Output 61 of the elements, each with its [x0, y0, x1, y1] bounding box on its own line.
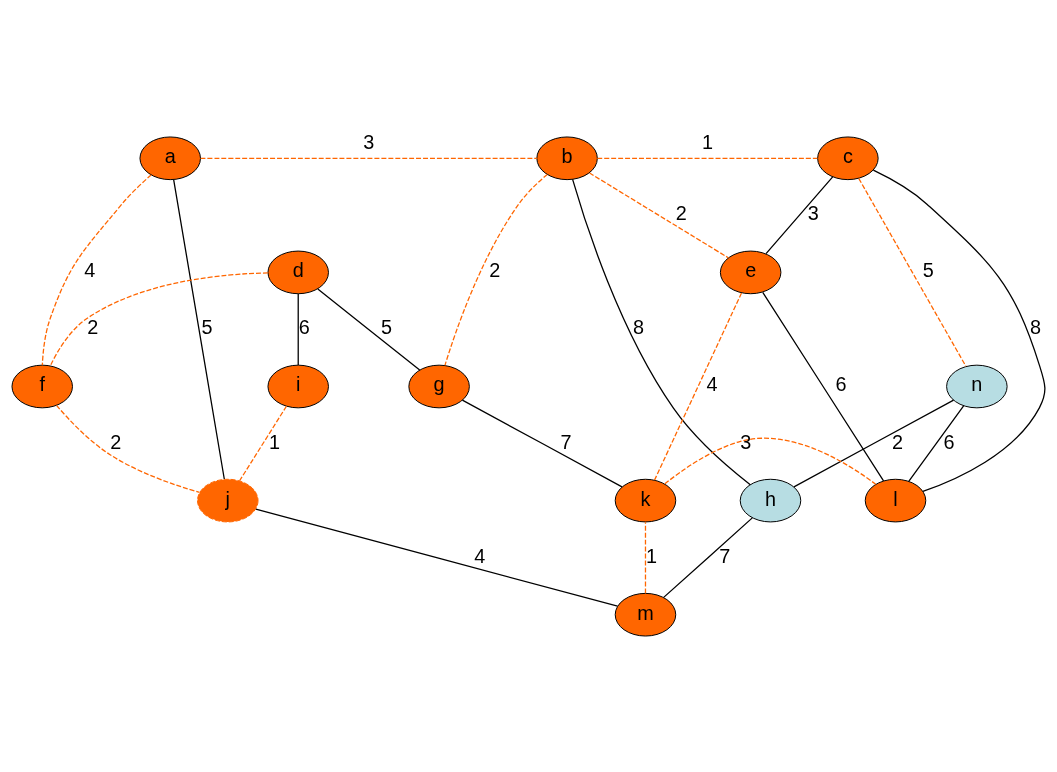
node-ellipse: e	[719, 250, 782, 294]
edge-label: 4	[474, 544, 486, 567]
connector	[858, 177, 967, 367]
node-ellipse: f	[11, 364, 73, 408]
connector	[663, 516, 753, 598]
edge-label: 2	[891, 430, 903, 453]
connector	[444, 173, 548, 366]
node-ellipse: c	[817, 135, 879, 180]
edge-label: 1	[701, 130, 713, 153]
connector	[238, 405, 288, 481]
connector	[571, 178, 751, 485]
edge-label: 5	[381, 315, 393, 338]
edge-label: 6	[943, 430, 955, 453]
connector	[317, 287, 421, 371]
edge-label: 5	[922, 258, 934, 281]
node-ellipse: n	[946, 364, 1008, 408]
connector	[56, 404, 201, 493]
connector	[596, 157, 818, 159]
connector	[644, 521, 647, 594]
edge-label: 2	[675, 201, 687, 224]
edge-label: 7	[719, 544, 731, 567]
connector	[461, 399, 623, 487]
node-ellipse: k	[614, 478, 677, 522]
node-ellipse: i	[267, 364, 329, 408]
connector	[765, 175, 834, 254]
edge-label: 5	[201, 315, 213, 338]
node-ellipse: g	[408, 364, 470, 408]
connector	[872, 169, 1046, 492]
connector	[173, 178, 225, 480]
connector	[664, 437, 877, 485]
connector	[762, 291, 885, 482]
node-ellipse: d	[267, 250, 329, 294]
node-ellipse: h	[739, 478, 802, 522]
connector	[255, 507, 619, 607]
edge-label: 8	[633, 315, 645, 338]
connector	[41, 173, 152, 366]
node-ellipse: b	[536, 135, 598, 180]
edge-label: 6	[298, 315, 310, 338]
connector	[200, 157, 538, 159]
edge-label: 6	[835, 372, 847, 395]
connector	[297, 292, 299, 366]
edge-label: 4	[84, 258, 96, 281]
edge-label: 2	[489, 258, 501, 281]
connector	[653, 291, 743, 481]
connector	[588, 171, 729, 258]
node-ellipse: l	[864, 478, 927, 522]
connector	[793, 399, 955, 487]
edge-label: 4	[706, 372, 718, 395]
node-ellipse: m	[614, 592, 677, 637]
edge-label: 7	[560, 430, 572, 453]
node-ellipse: a	[139, 135, 201, 180]
edge-label: 1	[645, 544, 657, 567]
edge-label: 2	[110, 430, 122, 453]
edge-label: 3	[807, 201, 819, 224]
edge-label: 1	[268, 430, 280, 453]
edge-label: 3	[363, 130, 375, 153]
connector	[908, 404, 965, 482]
edge-label: 2	[87, 315, 99, 338]
edge-label: 8	[1029, 315, 1041, 338]
node-ellipse: j	[197, 478, 259, 522]
connector	[49, 271, 269, 366]
